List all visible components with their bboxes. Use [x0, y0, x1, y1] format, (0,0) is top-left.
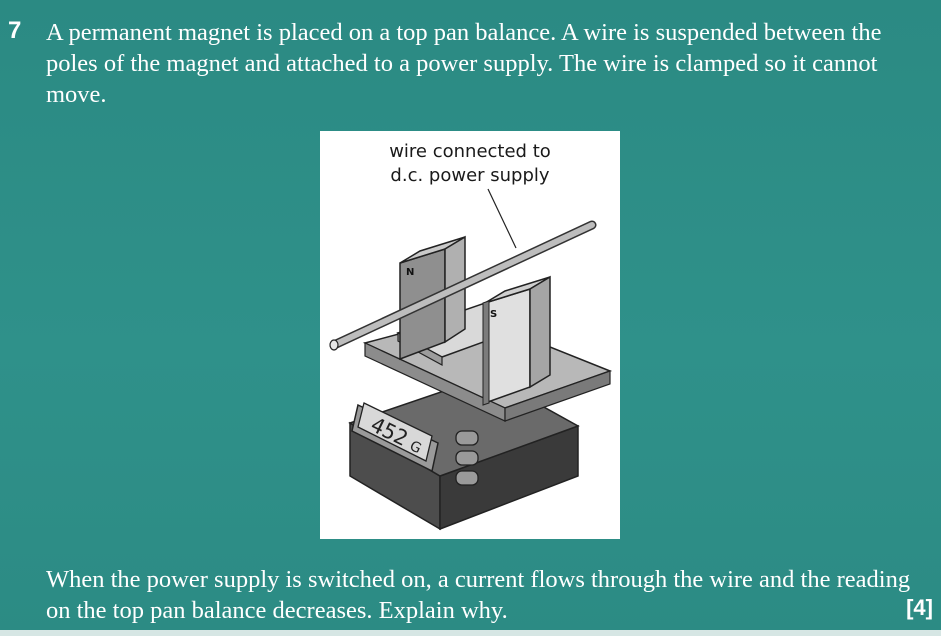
south-pole-label: S: [490, 309, 497, 320]
question-intro-text: A permanent magnet is placed on a top pa…: [46, 19, 882, 108]
balance-button-3: [455, 470, 479, 486]
balance-button-1: [455, 430, 479, 446]
label-pointer-line: [487, 188, 517, 249]
question-number: 7: [8, 17, 22, 44]
wire-end: [329, 339, 339, 351]
question-marks: [4]: [906, 595, 933, 620]
magnet-balance-diagram: wire connected to d.c. power supply 452 …: [329, 141, 613, 531]
magnet-balance-figure: wire connected to d.c. power supply 452 …: [320, 131, 620, 539]
wire: [331, 222, 595, 348]
figure-label-line-1: wire connected to: [389, 141, 551, 162]
figure-label-line-2: d.c. power supply: [390, 165, 549, 186]
magnet-south-pole-side: [529, 275, 551, 389]
display-screen: [357, 402, 433, 462]
north-pole-label: N: [406, 267, 414, 278]
balance-button-2: [455, 450, 479, 466]
question-prompt-text: When the power supply is switched on, a …: [46, 566, 911, 624]
magnet-south-pole-inner-face: [482, 300, 490, 406]
balance-pan-edge-side: [504, 370, 611, 422]
bottom-border: [0, 630, 941, 636]
magnet-south-pole-front: [484, 287, 531, 405]
